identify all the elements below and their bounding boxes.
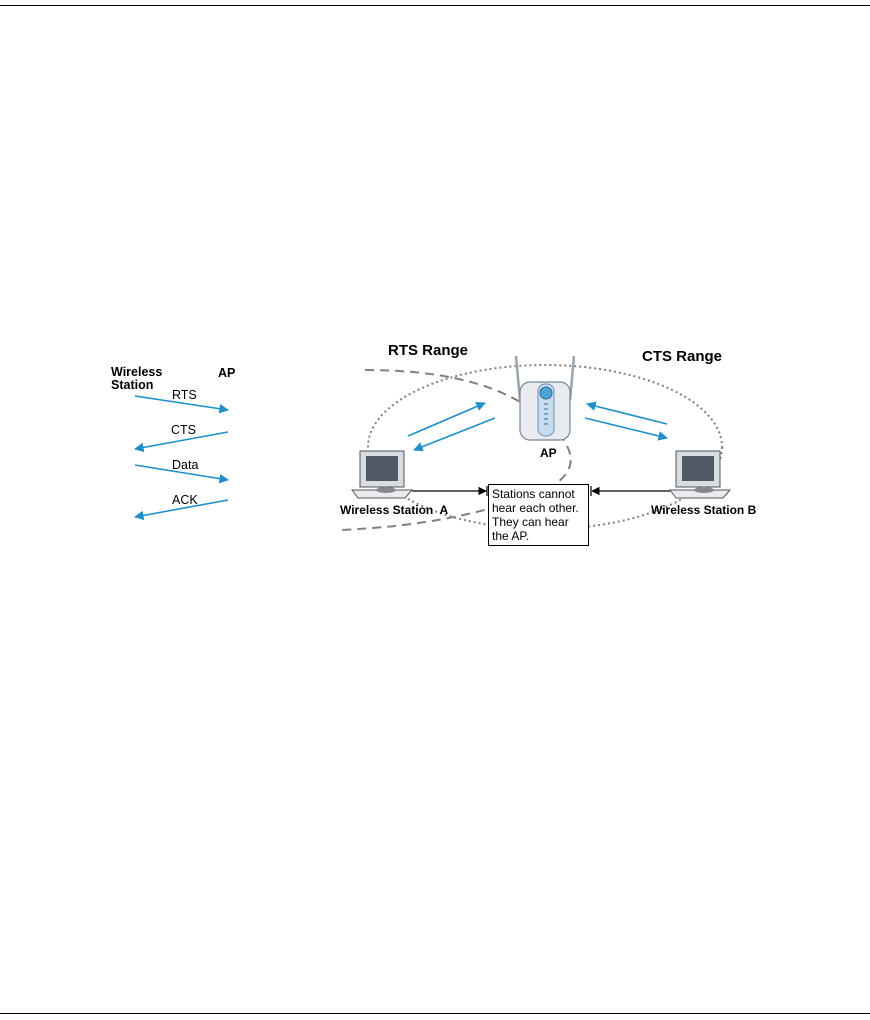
- cts-message-label: CTS: [171, 423, 196, 437]
- rts-range-label: RTS Range: [388, 342, 468, 359]
- rts-message-label: RTS: [172, 388, 197, 402]
- note-line: hear each other.: [492, 501, 585, 515]
- note-line: Stations cannot: [492, 487, 585, 501]
- note-line: They can hear: [492, 515, 585, 529]
- ap-to-a-arrow: [414, 418, 495, 450]
- sequence-station-label: Wireless Station: [111, 366, 162, 392]
- data-message-label: Data: [172, 458, 198, 472]
- note-line: the AP.: [492, 529, 585, 543]
- ap-label: AP: [540, 446, 557, 460]
- station-a-label: Wireless Station A: [340, 503, 448, 517]
- a-to-ap-arrow-1: [408, 403, 485, 436]
- note-box: Stations cannot hear each other. They ca…: [488, 484, 589, 546]
- station-b-label: Wireless Station B: [651, 503, 756, 517]
- sequence-ap-label: AP: [218, 366, 235, 380]
- cts-range-label: CTS Range: [642, 348, 722, 365]
- access-point-icon: [516, 356, 574, 440]
- station-a-computer-icon: [352, 451, 412, 498]
- ack-message-label: ACK: [172, 493, 198, 507]
